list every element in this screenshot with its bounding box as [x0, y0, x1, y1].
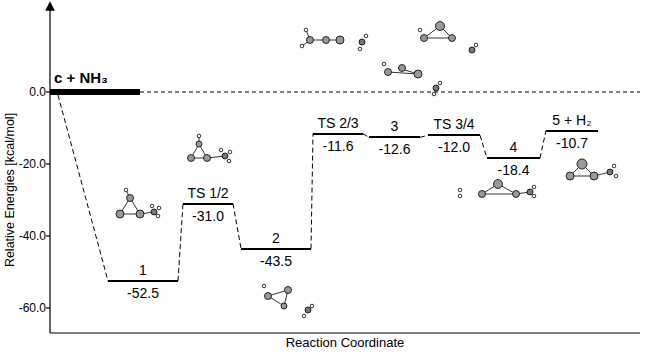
dashed-connector: [178, 204, 183, 281]
dashed-connector: [420, 135, 428, 137]
dashed-connector: [480, 135, 487, 158]
energy-value: -31.0: [183, 208, 233, 224]
energy-level: TS 1/2 -31.0: [183, 185, 233, 224]
energy-level: 5 + H₂ -10.7: [546, 112, 598, 151]
axes: [46, 6, 640, 333]
energy-level: TS 3/4 -12.0: [428, 116, 480, 155]
dashed-connector: [540, 131, 546, 159]
tick-label: -40.0: [19, 229, 46, 243]
level-bar: [313, 133, 363, 135]
level-name: TS 2/3: [313, 115, 363, 131]
level-bar: [50, 89, 140, 95]
energy-value: -43.5: [241, 253, 311, 269]
zero-reference-line: [140, 92, 640, 93]
energy-level: c + NH₃: [50, 70, 140, 95]
level-bar: [108, 280, 178, 282]
level-bar: [487, 157, 540, 159]
energy-level: 4 -18.4: [487, 139, 540, 178]
tick-label: 0.0: [29, 85, 46, 99]
energy-value: -18.4: [487, 162, 540, 178]
level-bar: [428, 134, 480, 136]
level-name: 5 + H₂: [546, 112, 598, 128]
level-bar: [369, 136, 420, 138]
axis-title: Relative Energies [kcal/mol]: [3, 113, 17, 267]
energy-value: -52.5: [108, 285, 178, 301]
level-name: TS 3/4: [428, 116, 480, 132]
energy-value: -11.6: [313, 138, 363, 154]
energy-value: -12.6: [369, 141, 420, 157]
energy-value: -10.7: [546, 135, 598, 151]
tick-label: -20.0: [19, 157, 46, 171]
dashed-connector: [233, 204, 241, 249]
level-name: 3: [369, 118, 420, 134]
energy-level: 2 -43.5: [241, 230, 311, 269]
molecule-sketches: [116, 22, 618, 318]
energy-value: -12.0: [428, 139, 480, 155]
level-bar: [241, 248, 311, 250]
level-name: 4: [487, 139, 540, 155]
level-name: 2: [241, 230, 311, 246]
tick-label: -60.0: [19, 301, 46, 315]
axis-title: Reaction Coordinate: [286, 336, 405, 350]
energy-level: 1 -52.5: [108, 262, 178, 301]
level-name: c + NH₃: [50, 70, 140, 86]
level-name: 1: [108, 262, 178, 278]
dashed-connector: [311, 134, 313, 249]
energy-level: TS 2/3 -11.6: [313, 115, 363, 154]
dashed-connector: [58, 95, 108, 281]
level-bar: [183, 203, 233, 205]
level-name: TS 1/2: [183, 185, 233, 201]
energy-level: 3 -12.6: [369, 118, 420, 157]
level-bar: [546, 130, 598, 132]
